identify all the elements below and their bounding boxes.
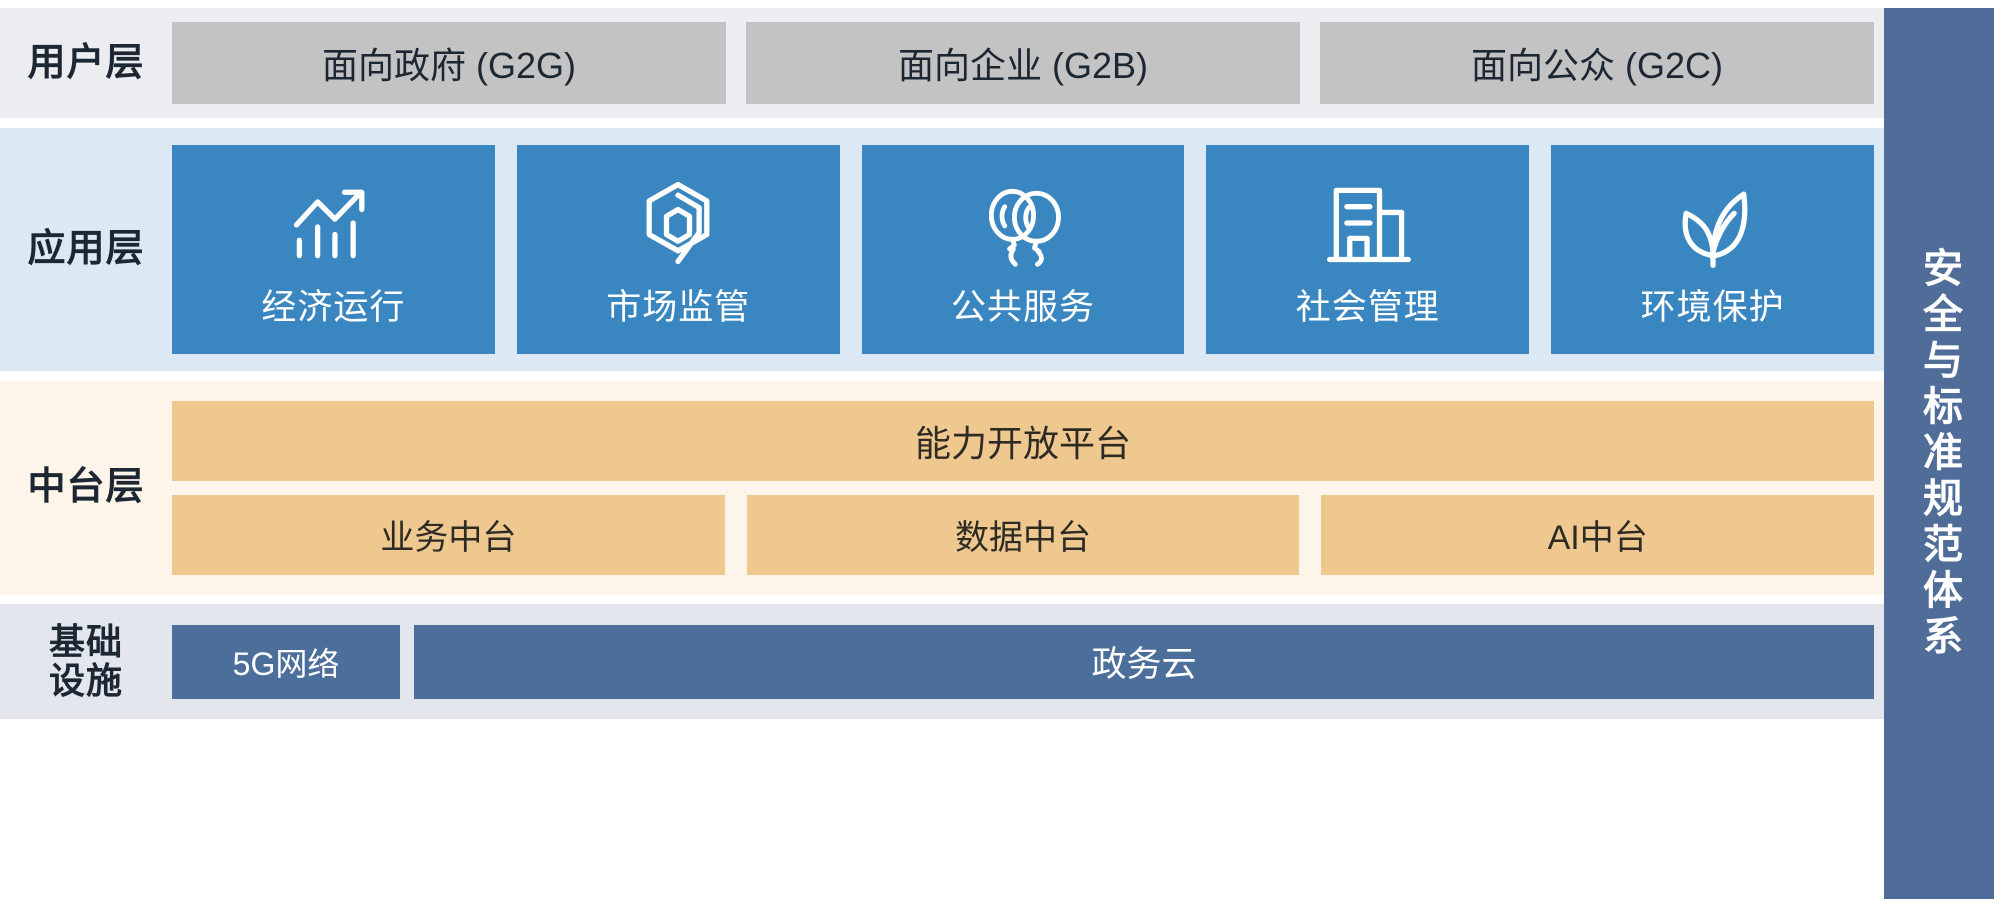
chart-trend-up-icon <box>285 175 381 271</box>
layer-application-body: 经济运行 市场监管 <box>172 145 1884 354</box>
layer-user-label: 用户层 <box>27 41 145 84</box>
app-card-market[interactable]: 市场监管 <box>516 145 840 354</box>
user-card-g2g-label: 面向政府 (G2G) <box>321 45 576 86</box>
layer-middle-label: 中台层 <box>27 466 145 509</box>
infra-card-government-cloud[interactable]: 政务云 <box>414 624 1874 699</box>
app-card-environment-label: 环境保护 <box>1640 288 1785 327</box>
mid-card-business[interactable]: 业务中台 <box>172 494 725 575</box>
leaf-icon <box>1665 175 1761 271</box>
mid-card-business-label: 业务中台 <box>380 519 517 557</box>
infra-card-5g-network[interactable]: 5G网络 <box>172 624 400 699</box>
app-card-economy-label: 经济运行 <box>261 288 406 327</box>
user-card-g2c-label: 面向公众 (G2C) <box>1470 45 1723 86</box>
layer-infrastructure-label: 基础 设施 <box>48 620 123 701</box>
layer-user-body: 面向政府 (G2G) 面向企业 (G2B) 面向公众 (G2C) <box>172 22 1884 104</box>
security-standards-band: 安全与标准规范体系 <box>1884 8 1994 899</box>
layer-application: 应用层 经济运行 <box>0 128 1884 371</box>
layer-user: 用户层 面向政府 (G2G) 面向企业 (G2B) 面向公众 (G2C) <box>0 8 1884 118</box>
layer-infrastructure: 基础 设施 5G网络 政务云 <box>0 604 1884 719</box>
layer-infrastructure-body: 5G网络 政务云 <box>172 624 1884 699</box>
layer-stack: 用户层 面向政府 (G2G) 面向企业 (G2B) 面向公众 (G2C) 应用层 <box>0 8 1884 719</box>
app-card-economy[interactable]: 经济运行 <box>172 145 495 354</box>
capability-platform-card[interactable]: 能力开放平台 <box>172 400 1874 481</box>
user-card-g2g[interactable]: 面向政府 (G2G) <box>172 22 726 104</box>
building-icon <box>1320 175 1416 271</box>
app-card-public-service[interactable]: 公共服务 <box>861 145 1185 354</box>
mid-card-data[interactable]: 数据中台 <box>746 494 1300 575</box>
app-card-environment[interactable]: 环境保护 <box>1551 145 1874 354</box>
balloons-icon <box>975 175 1071 271</box>
mid-card-ai-label: AI中台 <box>1547 519 1648 557</box>
hexagon-shield-icon <box>630 175 726 271</box>
capability-platform-label: 能力开放平台 <box>914 422 1131 464</box>
app-card-public-service-label: 公共服务 <box>950 288 1095 327</box>
layer-application-label: 应用层 <box>27 228 145 271</box>
infra-card-government-cloud-label: 政务云 <box>1091 645 1197 684</box>
mid-card-data-label: 数据中台 <box>955 519 1091 557</box>
mid-card-ai[interactable]: AI中台 <box>1321 494 1875 575</box>
security-standards-label: 安全与标准规范体系 <box>1917 246 1961 661</box>
app-card-social[interactable]: 社会管理 <box>1206 145 1530 354</box>
infra-card-5g-network-label: 5G网络 <box>232 645 340 682</box>
app-card-social-label: 社会管理 <box>1295 288 1440 327</box>
middle-card-row: 业务中台 数据中台 AI中台 <box>172 494 1875 575</box>
layer-middle-body: 能力开放平台 业务中台 数据中台 AI中台 <box>172 400 1884 575</box>
app-card-market-label: 市场监管 <box>606 288 751 327</box>
user-card-g2b-label: 面向企业 (G2B) <box>897 45 1148 86</box>
user-card-g2c[interactable]: 面向公众 (G2C) <box>1320 22 1874 104</box>
user-card-g2b[interactable]: 面向企业 (G2B) <box>746 22 1300 104</box>
layer-middle: 中台层 能力开放平台 业务中台 数据中台 AI中台 <box>0 381 1884 594</box>
